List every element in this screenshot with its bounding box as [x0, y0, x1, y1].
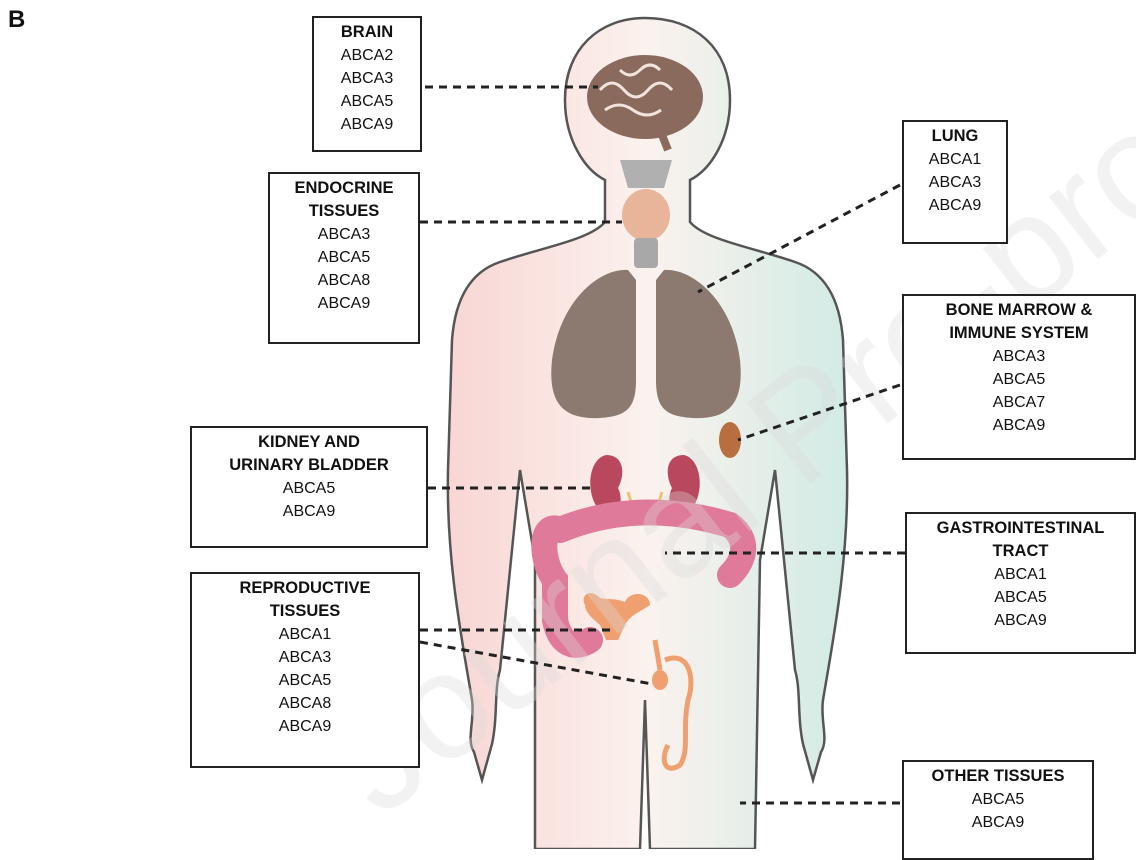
gene-label: ABCA1	[904, 148, 1006, 171]
gene-label: ABCA3	[904, 345, 1134, 368]
gene-label: ABCA5	[904, 788, 1092, 811]
gene-label: ABCA8	[270, 269, 418, 292]
box-title-line: LUNG	[904, 125, 1006, 148]
gene-label: ABCA7	[904, 391, 1134, 414]
box-title-line: ENDOCRINE	[270, 177, 418, 200]
box-title-line: URINARY BLADDER	[192, 454, 426, 477]
leader-reproductive-2	[420, 642, 652, 684]
gene-label: ABCA9	[192, 715, 418, 738]
gene-label: ABCA9	[904, 194, 1006, 217]
gene-label: ABCA3	[270, 223, 418, 246]
box-title-line: TISSUES	[192, 600, 418, 623]
gene-label: ABCA9	[314, 113, 420, 136]
gene-label: ABCA1	[907, 563, 1134, 586]
panel-label: B	[8, 6, 25, 34]
gene-label: ABCA5	[904, 368, 1134, 391]
gene-label: ABCA5	[192, 477, 426, 500]
gene-label: ABCA9	[270, 292, 418, 315]
gene-label: ABCA9	[904, 811, 1092, 834]
gene-label: ABCA3	[904, 171, 1006, 194]
box-title-line: IMMUNE SYSTEM	[904, 322, 1134, 345]
leader-bone-marrow	[738, 385, 900, 440]
gene-label: ABCA9	[904, 414, 1134, 437]
gene-label: ABCA8	[192, 692, 418, 715]
box-title-line: GASTROINTESTINAL	[907, 517, 1134, 540]
box-title-line: TISSUES	[270, 200, 418, 223]
gene-label: ABCA2	[314, 44, 420, 67]
gene-label: ABCA5	[907, 586, 1134, 609]
box-title-line: BONE MARROW &	[904, 299, 1134, 322]
gene-label: ABCA3	[192, 646, 418, 669]
leader-lung	[698, 185, 900, 292]
gene-label: ABCA3	[314, 67, 420, 90]
box-title-line: TRACT	[907, 540, 1134, 563]
gene-label: ABCA5	[192, 669, 418, 692]
box-title-line: BRAIN	[314, 21, 420, 44]
box-title-line: KIDNEY AND	[192, 431, 426, 454]
box-title-line: OTHER TISSUES	[904, 765, 1092, 788]
gene-label: ABCA1	[192, 623, 418, 646]
box-title-line: REPRODUCTIVE	[192, 577, 418, 600]
gene-label: ABCA5	[314, 90, 420, 113]
gene-label: ABCA9	[907, 609, 1134, 632]
gene-label: ABCA5	[270, 246, 418, 269]
gene-label: ABCA9	[192, 500, 426, 523]
